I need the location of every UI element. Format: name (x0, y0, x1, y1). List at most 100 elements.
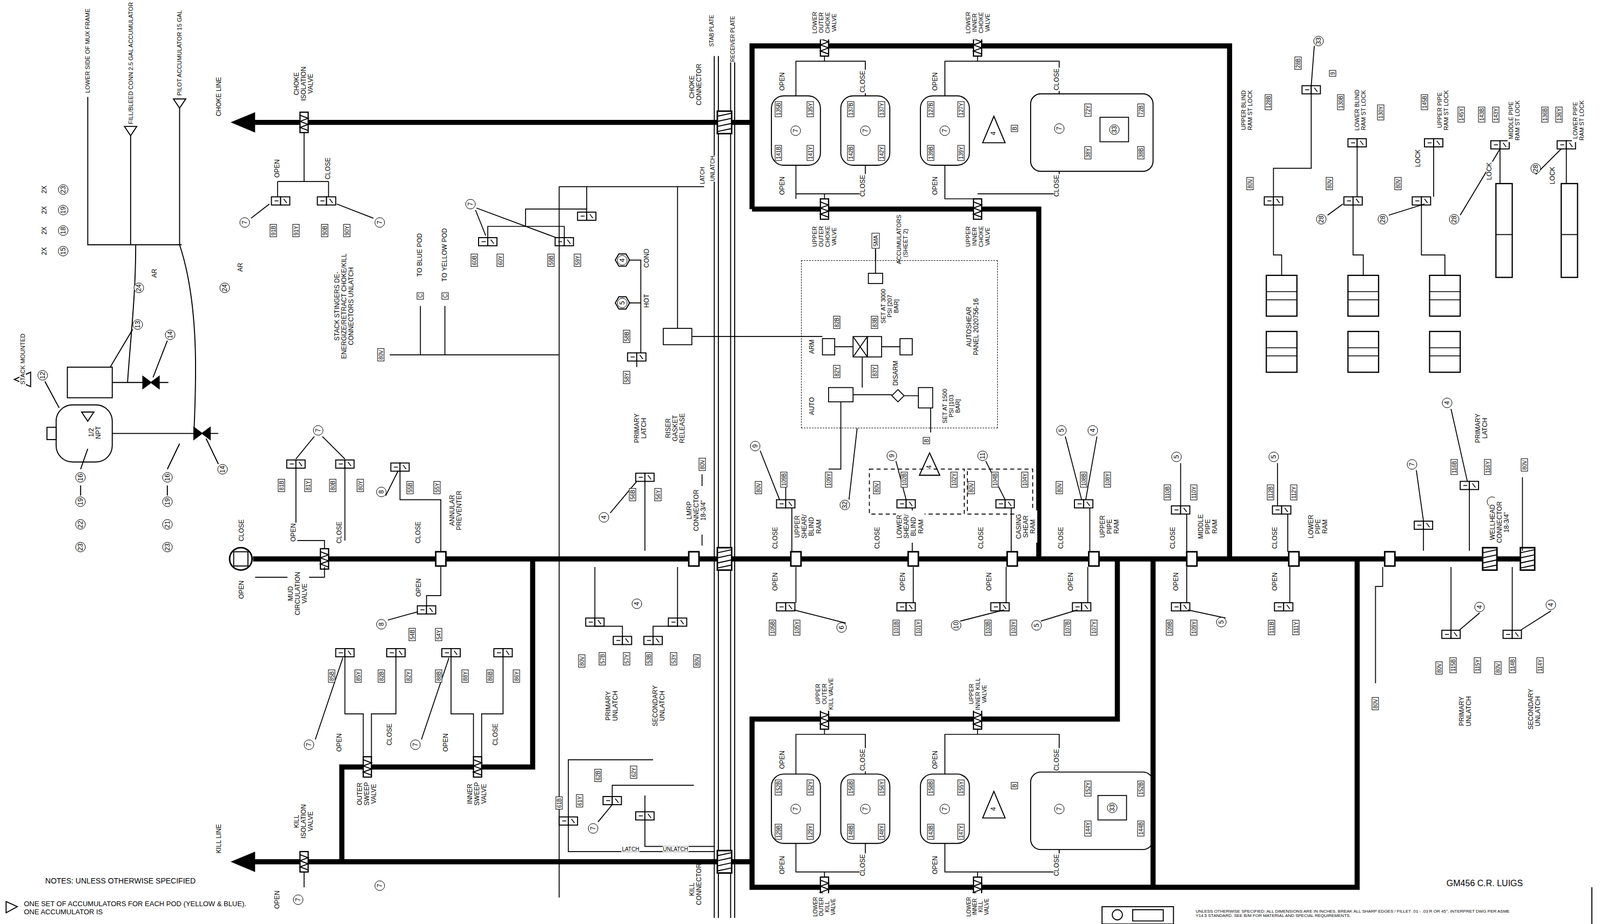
text-label: 2X (41, 185, 49, 195)
port-tag: 137B (847, 101, 855, 117)
pilot-lines (1327, 149, 1562, 216)
valve-boxes (771, 774, 821, 844)
text-label: UPPER PIPE RAM ST LOCK (1436, 88, 1450, 132)
text-label: TO BLUE POD (417, 232, 425, 278)
port-tag: 62Y (630, 765, 638, 779)
text-label: 2X (41, 226, 49, 236)
port-tag: 115Y (1474, 657, 1482, 674)
port-tag: 128B (1265, 93, 1273, 110)
valve-symbols (1384, 552, 1395, 567)
text-label: WELLHEAD CONNECTOR 18-3/4" (1489, 498, 1511, 547)
text-label: GM456 C.R. LUIGS (1446, 878, 1524, 889)
port-tag: 55B (406, 481, 414, 495)
text-label: UPPER INNER CHOKE VALVE (964, 219, 991, 254)
port-tag: 136Y (1555, 106, 1563, 123)
text-label: CLOSE (1053, 68, 1061, 92)
callout-number: 24 (219, 282, 230, 293)
text-label: 2X (41, 246, 49, 256)
pilot-lines (390, 186, 705, 898)
text-label: CLOSE (1053, 173, 1061, 198)
pilot-valves (1424, 138, 1443, 147)
text-label: CLOSE (859, 854, 867, 878)
callout-number: 23 (162, 541, 173, 553)
pilot-valves (1272, 506, 1292, 515)
text-label: LOWER OUTER CHOKE VALVE (811, 5, 838, 40)
text-label: OPEN (1272, 572, 1280, 592)
port-tag: 88B (435, 670, 443, 684)
port-tag: 82Y (404, 670, 412, 684)
pilot-lines (869, 469, 965, 515)
text-label: SECONDARY UNLATCH (1527, 692, 1542, 731)
callout-number: 13 (132, 319, 144, 330)
port-tag: 60B (471, 253, 479, 267)
pilot-lines (251, 204, 374, 219)
pilot-valves (493, 648, 513, 657)
text-label: STACK MOUNTED (19, 333, 26, 386)
text-label: CLOSE (335, 521, 344, 545)
text-label: CLOSE (859, 70, 867, 94)
pilot-valves (896, 499, 916, 508)
port-tag: 127B (926, 101, 934, 117)
valve-symbols (820, 198, 829, 220)
text-label: UPPER OUTER CHOKE VALVE (811, 219, 838, 254)
callout-number: 5 (1171, 452, 1182, 463)
port-tag: 80V (1521, 458, 1529, 472)
accumulator-piping (56, 405, 113, 463)
valve-symbols (299, 851, 308, 873)
text-label: CLOSE (1057, 526, 1065, 550)
port-tag: 88Y (461, 670, 469, 684)
port-tag: 156Y (878, 780, 886, 796)
pilot-lines (944, 56, 1060, 199)
text-label: KILL ISOLATION VALVE (293, 802, 315, 841)
valve-boxes (771, 96, 821, 166)
pilot-lines (344, 656, 503, 757)
callout-number: 7 (587, 823, 598, 834)
pilot-lines (594, 567, 678, 637)
port-tag: 62B (594, 769, 602, 783)
port-tag: 142B (847, 145, 855, 161)
text-label: MIDDLE PIPE RAM ST LOCK (1507, 98, 1521, 143)
valve-boxes (1030, 93, 1154, 172)
pilot-valves (1301, 85, 1321, 94)
pilot-lines (760, 428, 1005, 500)
callout-number: 28 (1377, 214, 1388, 225)
port-tag: 80V (698, 458, 706, 472)
callout-number: 12 (37, 370, 49, 381)
text-label: CLOSE (1053, 748, 1061, 772)
text-label: FILL/BLEED CONN 2.5 GAL ACCUMULATOR (127, 1, 134, 125)
text-label: ACCUMULATORS (SHEET 2) (895, 221, 909, 265)
port-tag: 80V (577, 654, 586, 668)
text-label: OPEN (986, 572, 994, 592)
text-label: MIDDLE PIPE RAM (1197, 513, 1220, 541)
text-label: PRIMARY UNLATCH (1457, 695, 1472, 728)
text-label: OPEN (778, 71, 786, 92)
valve-symbols (1088, 552, 1100, 567)
port-tag: 85Y (354, 670, 362, 684)
pilot-valves (1347, 138, 1367, 147)
valve-symbols (717, 850, 732, 874)
valve-boxes (771, 93, 1153, 850)
note-triangles (615, 297, 630, 310)
port-tag: 80V (1372, 697, 1380, 711)
callout-number: 4 (1441, 398, 1452, 409)
stab-plate (714, 56, 735, 919)
callout-number: 33 (1108, 124, 1120, 135)
cylinders (1429, 331, 1461, 373)
text-label: SECONDARY UNLATCH (651, 684, 667, 728)
callout-number: 7 (313, 425, 324, 436)
callout-number: 10 (951, 620, 962, 631)
pilot-valves (1074, 499, 1093, 508)
callout-number: 33 (1313, 35, 1324, 46)
port-tag: 86Y (512, 670, 520, 684)
port-tag: 102B (900, 471, 908, 488)
port-tag: 114B (1508, 657, 1516, 674)
port-tag: 80V (1246, 177, 1254, 191)
pilot-lines (315, 657, 449, 740)
pilot-lines (277, 132, 329, 198)
text-label: HOT (643, 293, 651, 309)
port-tag: 152B (775, 780, 783, 796)
pilot-valves (1264, 196, 1283, 205)
port-tag: 83B (870, 316, 878, 329)
